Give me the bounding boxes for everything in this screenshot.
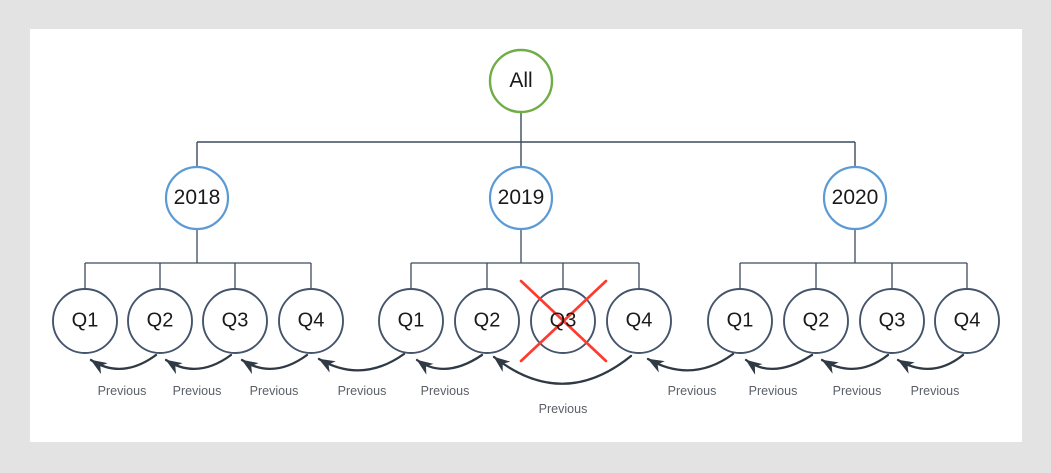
node-q-2018-4[interactable]	[278, 288, 344, 354]
previous-arrow-4[interactable]	[317, 352, 406, 373]
previous-arrow-9[interactable]	[820, 353, 890, 374]
node-q-2019-1[interactable]	[378, 288, 444, 354]
previous-arrow-1[interactable]	[89, 353, 158, 375]
node-q-2019-4[interactable]	[606, 288, 672, 354]
previous-arrows	[89, 352, 965, 385]
connector-2020-to-quarters	[739, 229, 968, 289]
previous-arrow-8[interactable]	[744, 353, 814, 375]
previous-arrow-3[interactable]	[240, 353, 309, 375]
node-q-2018-3[interactable]	[202, 288, 268, 354]
previous-arrow-2[interactable]	[164, 353, 233, 375]
previous-arrow-6[interactable]	[492, 354, 633, 385]
node-q-2020-1[interactable]	[707, 288, 773, 354]
previous-arrow-10[interactable]	[896, 353, 965, 374]
connector-root-to-years	[196, 112, 856, 167]
node-q-2020-3[interactable]	[859, 288, 925, 354]
previous-arrow-7[interactable]	[646, 352, 735, 373]
quarter-nodes	[52, 288, 1000, 354]
node-all[interactable]	[488, 48, 554, 114]
strikeout-q-2019-3	[519, 279, 608, 363]
connector-2018-to-quarters	[84, 229, 312, 289]
node-year-2020[interactable]	[822, 165, 888, 231]
node-q-2018-1[interactable]	[52, 288, 118, 354]
node-year-2019[interactable]	[488, 165, 554, 231]
node-year-2018[interactable]	[164, 165, 230, 231]
node-q-2019-2[interactable]	[454, 288, 520, 354]
node-q-2018-2[interactable]	[127, 288, 193, 354]
node-q-2020-2[interactable]	[783, 288, 849, 354]
connector-2019-to-quarters	[410, 229, 640, 289]
node-q-2020-4[interactable]	[934, 288, 1000, 354]
previous-arrow-5[interactable]	[415, 353, 484, 375]
